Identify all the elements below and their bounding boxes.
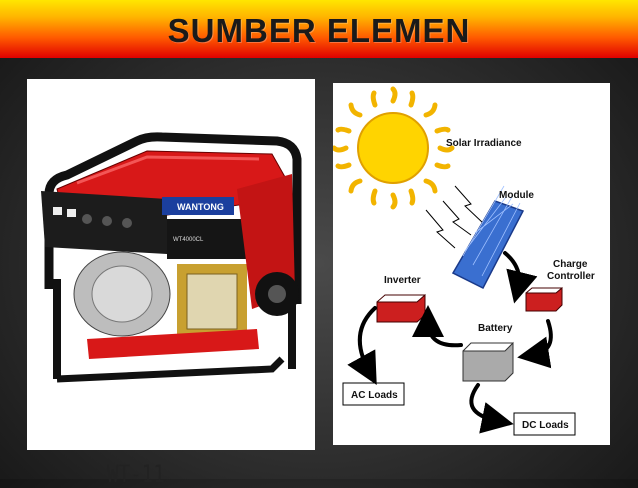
battery-icon [462,341,514,382]
generator-panel: WANTONG WT4000CL WT-11 [27,79,315,488]
brand-label: WANTONG [177,202,224,212]
charge-label-2: Controller [547,271,595,282]
dc-loads-box [513,412,576,436]
solar-system-diagram: Solar Irradiance Module Charge Controlle… [333,86,595,436]
inverter-label: Inverter [384,275,421,286]
brand-plate [162,197,234,215]
sun-icon [333,86,455,210]
charge-controller-icon [525,286,563,312]
charge-label-1: Charge [553,259,588,270]
generator-illustration: WANTONG WT4000CL [41,132,302,383]
generator-frame [44,132,302,304]
dc-loads-label: DC Loads [522,420,569,431]
model-plate-label: WT4000CL [173,237,204,243]
slide-title: SUMBER ELEMEN [167,12,471,49]
generator-caption: WT-11 [107,460,165,488]
battery-label: Battery [478,323,513,334]
solar-irradiance-label: Solar Irradiance [446,138,522,149]
title-bar [0,0,638,58]
module-label: Module [499,190,534,201]
ac-loads-label: AC Loads [351,390,398,401]
base-frame [56,356,285,383]
irradiance-bolts [425,185,484,249]
inverter-icon [376,293,426,323]
solar-module-icon [451,185,525,290]
flow-arrows [347,251,553,434]
solar-system-panel: Solar Irradiance Module Charge Controlle… [333,83,610,445]
